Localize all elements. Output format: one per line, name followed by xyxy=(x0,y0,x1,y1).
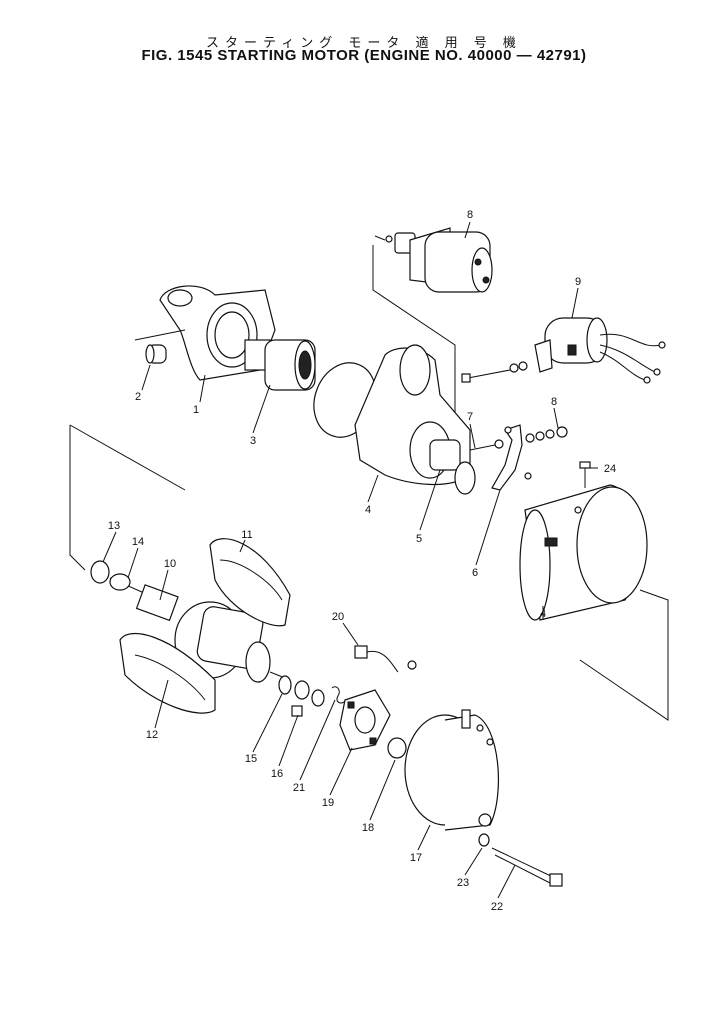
through-bolt-set xyxy=(461,361,528,383)
through-bolt-22 xyxy=(491,847,563,887)
spacer xyxy=(291,705,303,717)
washer-15 xyxy=(278,675,292,695)
callout-21: 21 xyxy=(293,782,305,794)
title-english: FIG. 1545 STARTING MOTOR (ENGINE NO. 400… xyxy=(141,47,587,64)
callout-11: 10 xyxy=(164,558,176,570)
armature xyxy=(109,573,286,683)
washer-16 xyxy=(294,680,310,700)
center-housing xyxy=(354,344,471,485)
title-japanese: スターティング モータ 適 用 号 機 xyxy=(206,36,522,51)
callout-24: 24 xyxy=(604,463,616,475)
callout-19: 19 xyxy=(322,797,334,809)
callout-8: 8 xyxy=(551,396,557,408)
seal-ring xyxy=(454,461,476,495)
callout-13: 13 xyxy=(108,520,120,532)
callout-5: 5 xyxy=(416,533,422,545)
callout-18: 18 xyxy=(362,822,374,834)
callout-16: 16 xyxy=(271,768,283,780)
field-coil-upper xyxy=(209,538,291,627)
callout-7: 7 xyxy=(467,411,473,423)
bushing-rear xyxy=(387,737,407,759)
callout-9: 8 xyxy=(467,209,473,221)
callout-2: 2 xyxy=(135,391,141,403)
callout-6: 6 xyxy=(472,567,478,579)
callout-1: 1 xyxy=(193,404,199,416)
callout-22: 22 xyxy=(491,901,503,913)
brush-holder xyxy=(339,689,391,751)
rear-cover xyxy=(404,709,499,831)
callout-3: 3 xyxy=(250,435,256,447)
yoke xyxy=(519,484,648,621)
callout-12-bottom: 12 xyxy=(146,729,158,741)
field-coil-lower xyxy=(119,632,216,714)
callout-14: 14 xyxy=(132,536,144,548)
bolt-and-washers xyxy=(469,426,568,451)
callout-15: 15 xyxy=(245,753,257,765)
callout-17: 17 xyxy=(410,852,422,864)
washer-23 xyxy=(478,833,490,847)
field-coil-harness xyxy=(534,317,666,384)
callout-20: 20 xyxy=(332,611,344,623)
thrust-washer xyxy=(90,560,110,584)
washer-small xyxy=(311,689,325,707)
screw xyxy=(579,461,591,488)
solenoid-switch xyxy=(374,227,493,293)
callout-12-top: 11 xyxy=(241,529,252,541)
brush-lead xyxy=(354,645,417,673)
shift-lever xyxy=(491,424,532,491)
pinion-clutch xyxy=(244,339,316,391)
callout-23: 23 xyxy=(457,877,469,889)
callout-10: 9 xyxy=(575,276,581,288)
bushing xyxy=(145,344,167,364)
brush-spring xyxy=(331,686,347,704)
callout-4-top: 4 xyxy=(365,504,371,516)
callout-4-bottom: 4 xyxy=(540,608,546,620)
